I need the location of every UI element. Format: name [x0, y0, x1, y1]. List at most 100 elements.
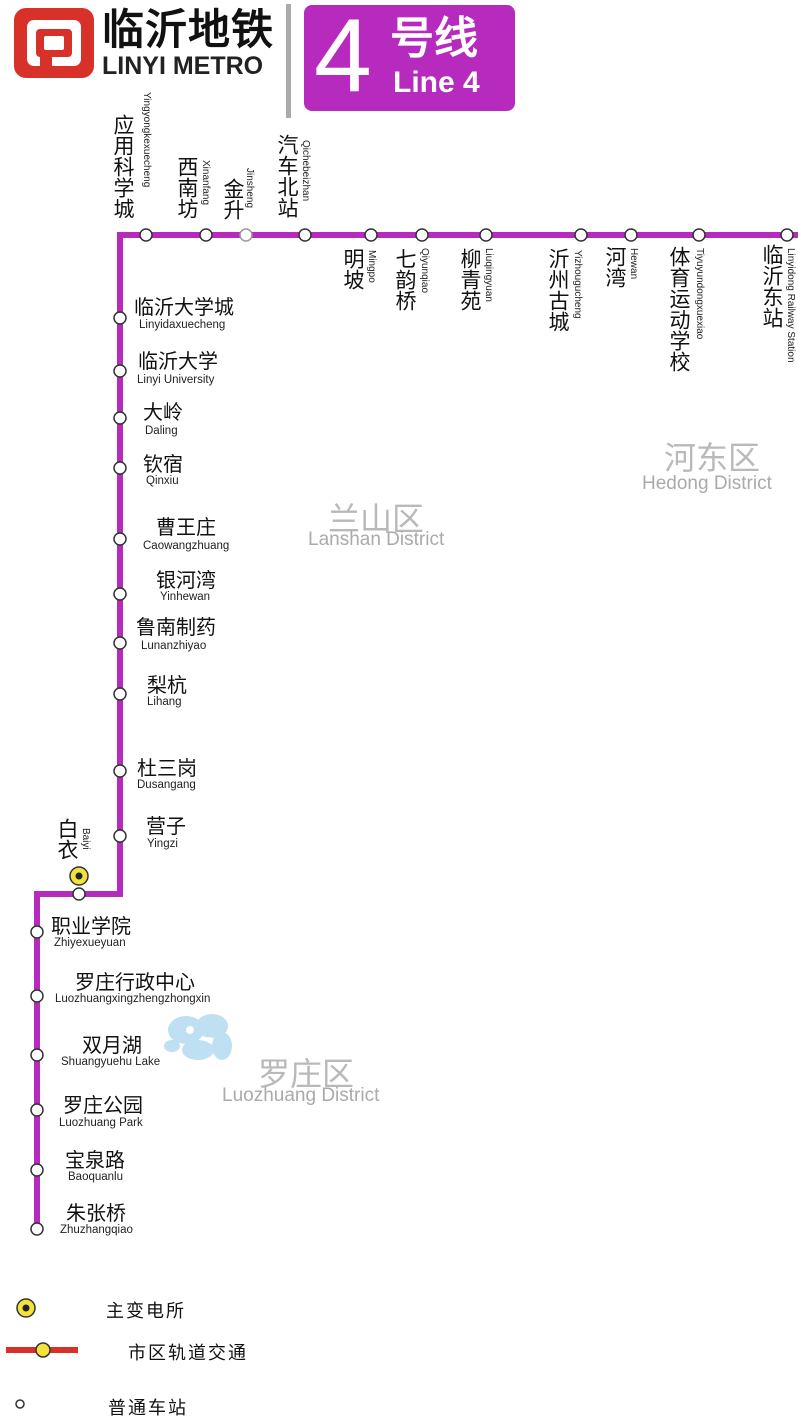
station-dot-luozhuang-park[interactable]	[30, 1103, 44, 1117]
station-label-en: Luozhuangxingzhengzhongxin	[55, 993, 211, 1005]
legend-station-label: 普通车站	[108, 1398, 188, 1419]
station-label-en: Lunanzhiyao	[141, 640, 207, 652]
station-dot-daling[interactable]	[113, 411, 127, 425]
vertical-stations	[113, 311, 127, 843]
station-dot-linyidaxuecheng[interactable]	[113, 311, 127, 325]
legend-transit-label: 市区轨道交通	[128, 1343, 248, 1364]
station-dot-yingzi[interactable]	[113, 829, 127, 843]
station-label-en: Shuangyuehu Lake	[61, 1056, 161, 1068]
station-label: 梨杭	[147, 673, 187, 697]
station-label-en: Yingzi	[147, 838, 178, 850]
station-dot-liuqingyuan[interactable]	[479, 228, 493, 242]
station-label: 临沂东站	[760, 244, 784, 328]
station-label-en: Xinanfang	[200, 160, 211, 206]
station-label-en: Zhiyexueyuan	[54, 937, 126, 949]
district-label-en: Hedong District	[642, 473, 772, 494]
station-dot-linyidong[interactable]	[780, 228, 794, 242]
header-separator	[286, 4, 291, 118]
station-label: 杜三岗	[137, 756, 197, 780]
metro-logo-icon	[14, 8, 94, 78]
station-dot-linyi-university[interactable]	[113, 364, 127, 378]
station-dot-yingyongkexuecheng[interactable]	[139, 228, 153, 242]
station-label-en: Qichebeizhan	[300, 140, 311, 202]
station-label-en: Mingpo	[366, 250, 377, 283]
station-label: 体育运动学校	[667, 246, 691, 372]
station-label: 鲁南制药	[136, 615, 216, 639]
substation-baiyi-core	[75, 872, 83, 880]
station-dot-zhuzhangqiao[interactable]	[30, 1222, 44, 1236]
district-label: 兰山区	[328, 500, 425, 538]
station-label: 大岭	[143, 400, 183, 424]
station-dot-tiyuyundongxuexiao[interactable]	[692, 228, 706, 242]
district-label: 河东区	[664, 439, 761, 477]
station-label: 金升	[221, 178, 245, 220]
station-dot-luozhuangxingzheng[interactable]	[30, 989, 44, 1003]
lower-stations	[30, 925, 44, 1236]
station-label-en: Jinsheng	[244, 168, 255, 209]
station-label-en: Yizhougucheng	[572, 250, 583, 319]
line-name-en: Line 4	[393, 66, 480, 99]
station-dot-baoquanlu[interactable]	[30, 1163, 44, 1177]
station-label: 应用科学城	[111, 114, 135, 219]
legend-icons	[6, 1298, 78, 1409]
station-dot-yizhougucheng[interactable]	[574, 228, 588, 242]
station-dot-dusangang[interactable]	[113, 764, 127, 778]
station-label-en: Linyi University	[137, 374, 215, 386]
station-label: 双月湖	[82, 1033, 142, 1057]
station-dot-yinhewan[interactable]	[113, 587, 127, 601]
top-stations	[139, 228, 794, 242]
station-dot-baiyi[interactable]	[72, 887, 86, 901]
station-label-en: Yingyongkexuecheng	[141, 92, 152, 188]
line-4-route	[34, 232, 798, 1230]
district-label: 罗庄区	[258, 1055, 355, 1093]
station-label-en: Linyidaxuecheng	[139, 319, 226, 331]
station-dot-hewan[interactable]	[624, 228, 638, 242]
station-label-en: Yinhewan	[160, 591, 211, 603]
station-dot-lihang[interactable]	[113, 687, 127, 701]
station-dot-qinxiu[interactable]	[113, 461, 127, 475]
station-dot-shuangyuehu[interactable]	[30, 1048, 44, 1062]
legend-substation-label: 主变电所	[106, 1301, 186, 1322]
station-label: 明坡	[341, 248, 365, 290]
station-label-en: Caowangzhuang	[143, 540, 230, 552]
line-name-cn: 号线	[390, 13, 478, 64]
station-label: 银河湾	[156, 568, 216, 592]
shuangyuehu-lake-icon	[164, 1014, 232, 1060]
station-label-en: Dusangang	[137, 779, 196, 791]
station-label: 柳青苑	[458, 248, 482, 311]
station-label: 西南坊	[175, 156, 199, 219]
station-label: 罗庄行政中心	[75, 970, 195, 994]
station-label: 营子	[146, 814, 186, 838]
station-dot-qichebeizhan[interactable]	[298, 228, 312, 242]
station-label-en: Zhuzhangqiao	[60, 1224, 133, 1236]
station-dot-qiyunqiao[interactable]	[415, 228, 429, 242]
station-dot-zhiyexueyuan[interactable]	[30, 925, 44, 939]
station-label-en: Qinxiu	[146, 475, 179, 487]
station-label: 曹王庄	[156, 515, 216, 539]
station-label: 白衣	[55, 818, 79, 860]
station-label: 河湾	[603, 246, 627, 288]
station-label-en: Tiyuyundongxuexiao	[694, 248, 705, 340]
station-label: 职业学院	[51, 914, 131, 938]
station-dot-jinsheng[interactable]	[239, 228, 253, 242]
station-label-en: Liuqingyuan	[483, 248, 494, 302]
station-dot-mingpo[interactable]	[364, 228, 378, 242]
station-label-en: Qiyunqiao	[419, 248, 430, 294]
station-label-en: Luozhuang Park	[59, 1117, 143, 1129]
station-label-en: Baoquanlu	[68, 1171, 123, 1183]
station-label: 罗庄公园	[63, 1093, 143, 1117]
station-label: 朱张桥	[66, 1201, 126, 1225]
station-label: 钦宿	[143, 452, 183, 476]
district-label-en: Lanshan District	[308, 529, 445, 550]
station-dot-caowangzhuang[interactable]	[113, 532, 127, 546]
logo-en: LINYI METRO	[102, 52, 264, 80]
station-label: 宝泉路	[65, 1148, 125, 1172]
line-number: 4	[314, 0, 372, 114]
station-label-en: Daling	[145, 425, 178, 437]
station-label: 七韵桥	[393, 248, 417, 311]
station-dot-lunanzhiyao[interactable]	[113, 636, 127, 650]
station-label-en: Hewan	[628, 248, 639, 280]
station-label: 沂州古城	[546, 248, 570, 332]
station-dot-xinanfang[interactable]	[199, 228, 213, 242]
